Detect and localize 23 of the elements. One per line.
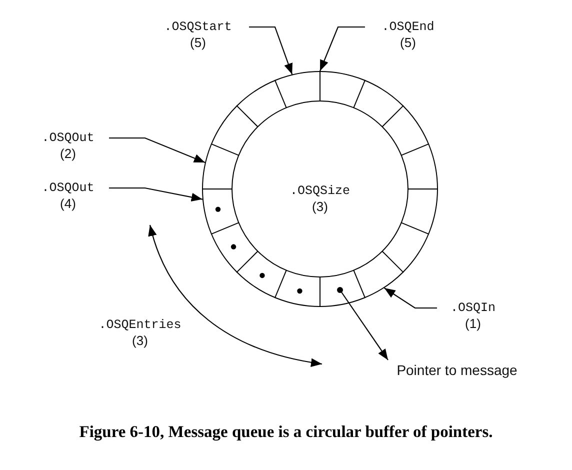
count-value: (2) — [60, 146, 76, 162]
pointer-dot — [337, 287, 343, 293]
count-value: (3) — [312, 199, 328, 215]
count-value: (1) — [465, 316, 481, 332]
field-name: .OSQEnd — [382, 20, 434, 35]
count-value: (5) — [400, 35, 416, 51]
field-name: .OSQSize — [290, 184, 350, 199]
count-value: (5) — [190, 35, 206, 51]
field-name: .OSQOut — [42, 131, 94, 146]
arrow — [109, 137, 206, 163]
field-name: .OSQIn — [450, 301, 496, 316]
note-text: Pointer to message — [396, 362, 518, 378]
arrow — [340, 290, 388, 360]
field-name: .OSQOut — [42, 181, 94, 196]
arrow — [320, 26, 365, 72]
field-name: .OSQStart — [164, 20, 232, 35]
field-name: .OSQEntries — [98, 318, 182, 333]
arrow — [249, 26, 293, 75]
count-value: (4) — [60, 196, 76, 212]
arrow — [109, 187, 202, 202]
figure-caption: Figure 6-10, Message queue is a circular buffer of pointers. — [78, 422, 494, 442]
arrow — [384, 288, 437, 309]
count-value: (3) — [132, 333, 148, 349]
